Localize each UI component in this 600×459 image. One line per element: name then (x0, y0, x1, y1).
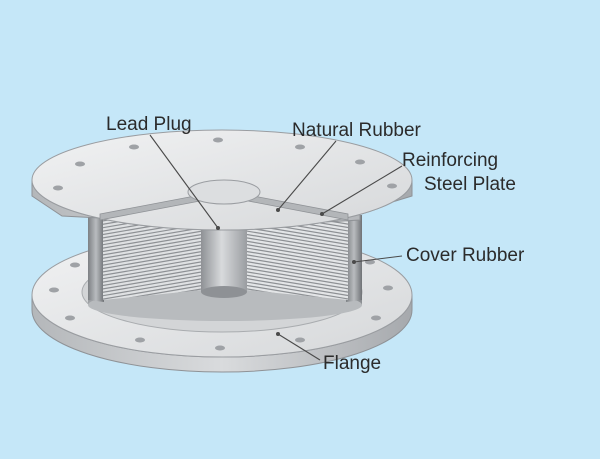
rubber-layer-line (103, 226, 202, 246)
rubber-layer-line (246, 260, 348, 280)
rubber-layer-line (103, 250, 202, 270)
leader-flange (277, 333, 321, 361)
leader-lines (149, 134, 403, 361)
rubber-layer-line (103, 267, 202, 287)
rubber-layer-line (246, 274, 348, 294)
rubber-layer-line (246, 230, 348, 250)
rubber-layer-line (103, 284, 202, 300)
rubber-layer-line (103, 270, 202, 290)
leader-reinforcing-steel-plate (321, 165, 403, 215)
label-cover-rubber: Cover Rubber (406, 245, 525, 266)
rubber-layer-line (246, 233, 348, 253)
rubber-layer-line (103, 277, 202, 297)
label-flange: Flange (323, 353, 382, 374)
rubber-layer-line (246, 243, 348, 263)
rubber-layer-line (246, 257, 348, 277)
rubber-layer-line (246, 236, 348, 256)
rubber-layer-line (246, 253, 348, 273)
label-reinforcing-line2: Steel Plate (424, 174, 516, 195)
label-lead-plug: Lead Plug (106, 114, 192, 135)
rubber-layer-line (103, 230, 202, 250)
rubber-layer-line (103, 233, 202, 253)
label-natural-rubber: Natural Rubber (292, 120, 421, 141)
leader-natural-rubber (277, 140, 337, 211)
rubber-layer-line (103, 247, 202, 267)
rubber-layer-line (246, 270, 348, 290)
rubber-layer-line (103, 264, 202, 284)
rubber-layer-line (246, 240, 348, 260)
rubber-layer-line (103, 253, 202, 273)
rubber-layer-line (103, 236, 202, 256)
leader-cover-rubber (353, 255, 403, 263)
top-flange (31, 129, 413, 231)
rubber-layer-line (103, 281, 202, 300)
rubber-layer-line (103, 257, 202, 277)
rubber-layer-line (246, 226, 348, 246)
rubber-layer-line (246, 267, 348, 287)
cover-rubber-left (88, 215, 104, 302)
rubber-layer-line (246, 264, 348, 284)
leader-lead-plug (149, 134, 219, 229)
cover-rubber-right (346, 215, 362, 302)
rubber-layer-line (246, 284, 348, 300)
rubber-layer-line (103, 243, 202, 263)
rubber-layer-line (103, 274, 202, 294)
rubber-layer-line (103, 240, 202, 260)
rubber-layer-line (246, 277, 348, 297)
label-reinforcing-line1: Reinforcing (402, 150, 499, 171)
rubber-layer-line (246, 281, 348, 300)
leader-endpoints (216, 208, 356, 336)
rubber-layer-line (103, 260, 202, 280)
top-flange-bolt-holes (53, 137, 397, 191)
lead-plug-top (187, 179, 261, 205)
rubber-layer-line (246, 250, 348, 270)
rubber-layer-line (246, 247, 348, 267)
